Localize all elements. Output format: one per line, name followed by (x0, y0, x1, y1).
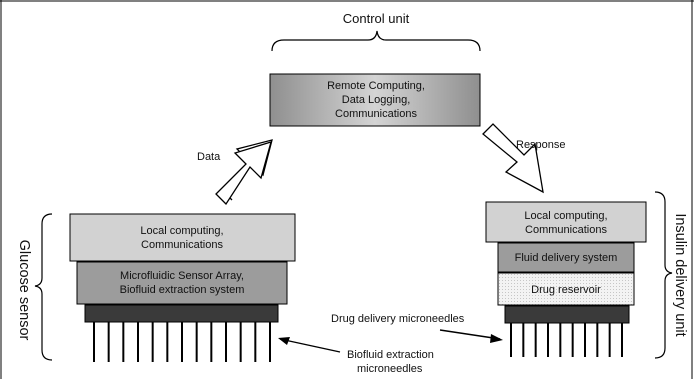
data-arrow-label: Data (197, 151, 221, 163)
fluid-delivery-label: Fluid delivery system (515, 252, 618, 264)
data-arrow-outline (215, 141, 272, 206)
insulin-needle-base (504, 305, 630, 324)
glucose-needle-base (84, 304, 279, 323)
biofluid-needle-pointer-head (278, 337, 290, 345)
glucose-local-box-line-1: Local computing, (140, 225, 223, 237)
control-unit-brace (271, 30, 481, 52)
insulin-local-computing-box (485, 201, 647, 243)
drug-reservoir-label: Drug reservoir (531, 284, 601, 296)
insulin-local-box-line-2: Communications (525, 224, 607, 236)
glucose-sensor-array-box (76, 261, 288, 305)
biofluid-needles-label-line-2: microneedles (357, 363, 423, 375)
glucose-sensor-brace (34, 213, 53, 361)
glucose-local-box-line-2: Communications (141, 239, 223, 251)
glucose-microneedles (93, 322, 271, 362)
glucose-sensor-box-line-1: Microfluidic Sensor Array, (120, 270, 244, 282)
biofluid-needles-label-line-1: Biofluid extraction (347, 349, 434, 361)
insulin-microneedles (510, 323, 623, 357)
control-unit-box-line-1: Remote Computing, (327, 80, 425, 92)
drug-delivery-needles-label: Drug delivery microneedles (331, 313, 465, 325)
control-unit-title: Control unit (343, 11, 410, 26)
insulin-unit-brace (654, 191, 673, 359)
insulin-local-box-line-1: Local computing, (524, 210, 607, 222)
biofluid-needle-pointer-arrow (279, 338, 341, 353)
control-unit-box-line-3: Communications (335, 108, 417, 120)
glucose-sensor-box-line-2: Biofluid extraction system (120, 284, 245, 296)
glucose-local-computing-box (69, 213, 296, 262)
response-arrow (482, 123, 544, 194)
fluid-delivery-box (497, 242, 635, 273)
drug-reservoir-box (497, 272, 635, 306)
response-arrow-label: Response (516, 139, 566, 151)
control-unit-box-line-2: Data Logging, (342, 94, 411, 106)
glucose-sensor-label: Glucose sensor (16, 240, 32, 341)
insulin-unit-label: Insulin delivery unit (672, 213, 688, 336)
drug-needle-pointer-head (490, 334, 503, 343)
drug-needle-pointer-arrow (439, 329, 501, 340)
control-unit-box (269, 73, 481, 127)
